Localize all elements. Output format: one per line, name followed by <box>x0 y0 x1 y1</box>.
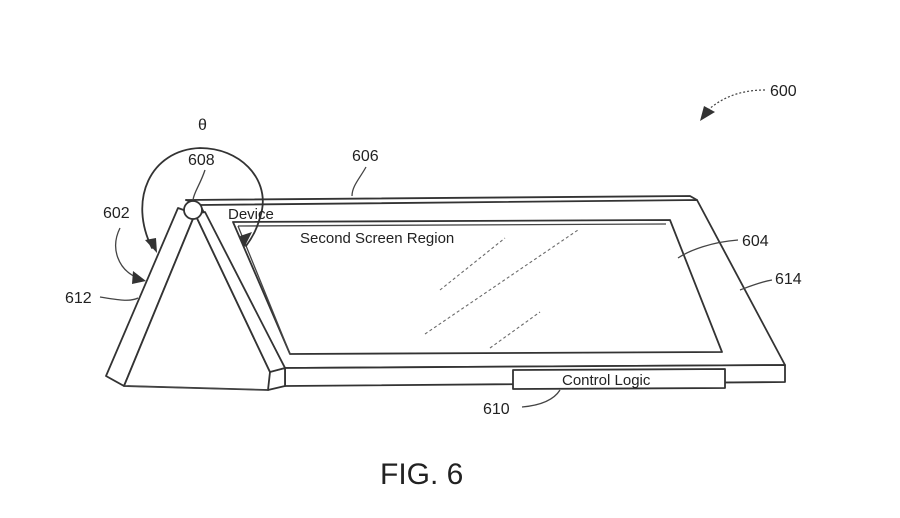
theta-label: θ <box>198 117 207 134</box>
ref-610: 610 <box>483 401 510 418</box>
leader-608 <box>192 169 206 201</box>
ref-612: 612 <box>65 290 92 307</box>
leader-610 <box>521 389 561 408</box>
control-logic-box <box>512 368 726 390</box>
ref-608: 608 <box>188 152 215 169</box>
ref-614: 614 <box>775 271 802 288</box>
leader-602 <box>115 227 146 284</box>
hinge <box>183 200 203 220</box>
folded-screen <box>105 207 286 391</box>
ref-602: 602 <box>103 205 130 222</box>
arrowhead-left <box>145 238 157 253</box>
control-logic-label: Control Logic <box>562 372 651 389</box>
second-screen-region <box>232 219 723 355</box>
figure-caption: FIG. 6 <box>380 458 463 491</box>
leader-614 <box>739 279 773 291</box>
glare-line <box>439 237 506 291</box>
ref-604: 604 <box>742 233 769 250</box>
leader-604 <box>677 239 739 259</box>
ref-600: 600 <box>770 83 797 100</box>
glare-line <box>424 229 579 335</box>
ref-606: 606 <box>352 148 379 165</box>
angle-arc <box>141 147 264 253</box>
glare-line <box>489 311 541 349</box>
leader-600 <box>700 89 766 121</box>
device-label: Device <box>228 206 274 223</box>
second-screen-region-label: Second Screen Region <box>300 230 454 247</box>
leader-606 <box>351 166 367 197</box>
arrowhead-right <box>240 232 252 248</box>
leader-612 <box>99 296 139 301</box>
